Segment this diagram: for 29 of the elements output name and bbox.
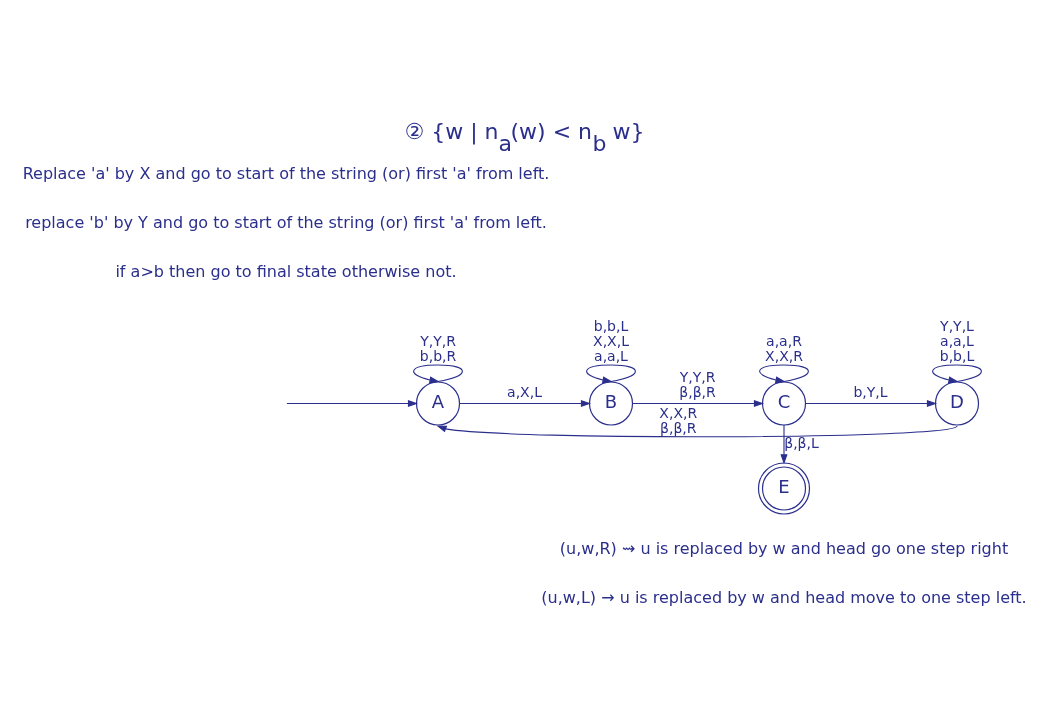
arrow bbox=[805, 399, 938, 407]
node-circle: E bbox=[757, 461, 811, 515]
arrow bbox=[780, 423, 788, 464]
arrow bbox=[759, 363, 809, 383]
arrow bbox=[413, 363, 463, 383]
node-circle: B bbox=[588, 380, 634, 426]
edge-label: β,β,L bbox=[784, 434, 819, 451]
node-circle: D bbox=[934, 380, 980, 426]
arrow bbox=[932, 363, 982, 383]
arrow bbox=[436, 424, 958, 437]
label: Replace 'a' by X and go to start of the string (or) first 'a' from left. bbox=[22, 163, 550, 183]
edge-label: Y,Y,R β,β,R bbox=[679, 368, 716, 400]
edge-label: Y,Y,R b,b,R bbox=[419, 332, 457, 364]
label: (u,w,L) → u is replaced by w and head move to one step left. bbox=[541, 587, 1027, 607]
label: replace 'b' by Y and go to start of the string (or) first 'a' from left. bbox=[25, 212, 547, 232]
edge-label: b,b,L X,X,L a,a,L bbox=[593, 317, 629, 364]
arrow bbox=[286, 399, 419, 407]
edge-label: a,a,R X,X,R bbox=[765, 332, 803, 364]
arrow bbox=[632, 399, 765, 407]
edge-label: Y,Y,L a,a,L b,b,L bbox=[939, 317, 975, 364]
arrow bbox=[586, 363, 636, 383]
label: (u,w,R) ⇝ u is replaced by w and head go one step right bbox=[559, 538, 1009, 558]
edge-label: a,X,L bbox=[507, 383, 542, 400]
edge-label: b,Y,L bbox=[853, 383, 888, 400]
node-circle: A bbox=[415, 380, 461, 426]
edge-label: X,X,R β,β,R bbox=[659, 404, 698, 436]
label: if a>b then go to final state otherwise not. bbox=[115, 261, 457, 281]
node-circle: C bbox=[761, 380, 807, 426]
arrow bbox=[459, 399, 592, 407]
